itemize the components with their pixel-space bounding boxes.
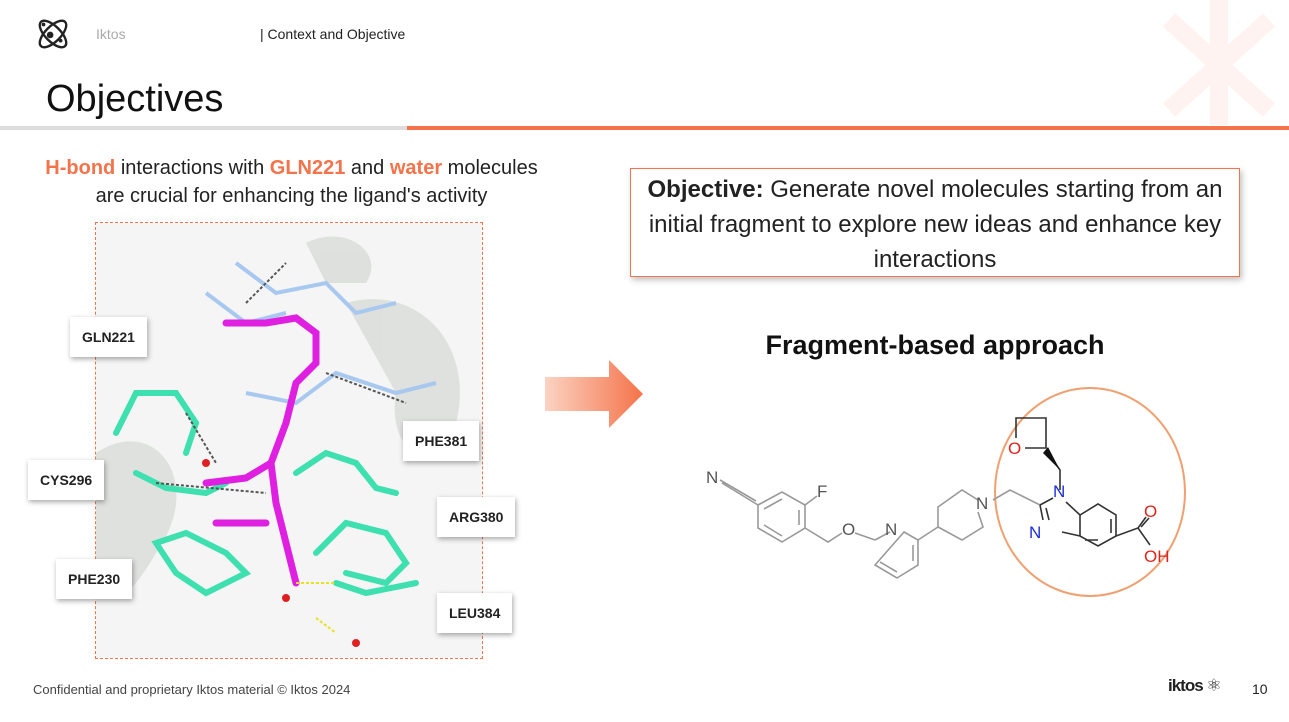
residue-label-arg380: ARG380 (437, 497, 516, 537)
atom-oh: OH (1144, 547, 1170, 566)
headline-text: interactions with (115, 157, 270, 179)
residue-label-phe230: PHE230 (56, 559, 133, 599)
page-title: Objectives (46, 78, 224, 120)
title-divider (0, 126, 407, 130)
headline-text: and (345, 157, 390, 179)
molecule-structure: N F O N N N N O O OH (706, 387, 1186, 597)
objective-text: Generate novel molecules starting from a… (648, 176, 1223, 273)
decorative-molecule-icon (1162, 0, 1276, 125)
residue-label-cys296: CYS296 (28, 460, 105, 500)
atom-o: O (1008, 439, 1021, 458)
hbond-highlight: H-bond (45, 157, 116, 179)
fragment-highlight-circle (994, 387, 1186, 597)
headline-text: molecules (442, 157, 538, 179)
atom-n: N (885, 520, 897, 539)
atom-f: F (817, 482, 827, 501)
atom-n: N (706, 468, 718, 487)
headline: H-bond interactions with GLN221 and wate… (0, 154, 583, 210)
footer-logo-text: iktos (1168, 676, 1204, 695)
arrow-right-icon (545, 360, 643, 428)
approach-title: Fragment-based approach (765, 330, 1105, 360)
page-number: 10 (1252, 681, 1268, 697)
footer-logo: iktos ⚛ (1168, 676, 1222, 696)
water-highlight: water (389, 157, 443, 179)
residue-label-leu384: LEU384 (437, 593, 513, 633)
atom-logo-icon: ⚛ (1206, 676, 1221, 695)
footer-text: Confidential and proprietary Iktos mater… (33, 682, 351, 697)
atom-n: N (1053, 482, 1065, 501)
atom-o: O (1144, 502, 1157, 521)
objective-box: Objective: Generate novel molecules star… (630, 168, 1240, 277)
iktos-logo-icon (38, 19, 68, 49)
section-title: | Context and Objective (260, 26, 406, 42)
title-divider-accent (407, 126, 1289, 130)
atom-n: N (1029, 523, 1041, 542)
headline-line2: are crucial for enhancing the ligand's a… (95, 185, 488, 207)
gln221-highlight: GLN221 (269, 157, 346, 179)
residue-label-phe381: PHE381 (403, 421, 480, 461)
atom-o: O (842, 520, 855, 539)
objective-label: Objective: (647, 176, 764, 203)
atom-n: N (976, 494, 988, 513)
brand-name: Iktos (96, 26, 126, 42)
residue-label-gln221: GLN221 (70, 317, 147, 357)
